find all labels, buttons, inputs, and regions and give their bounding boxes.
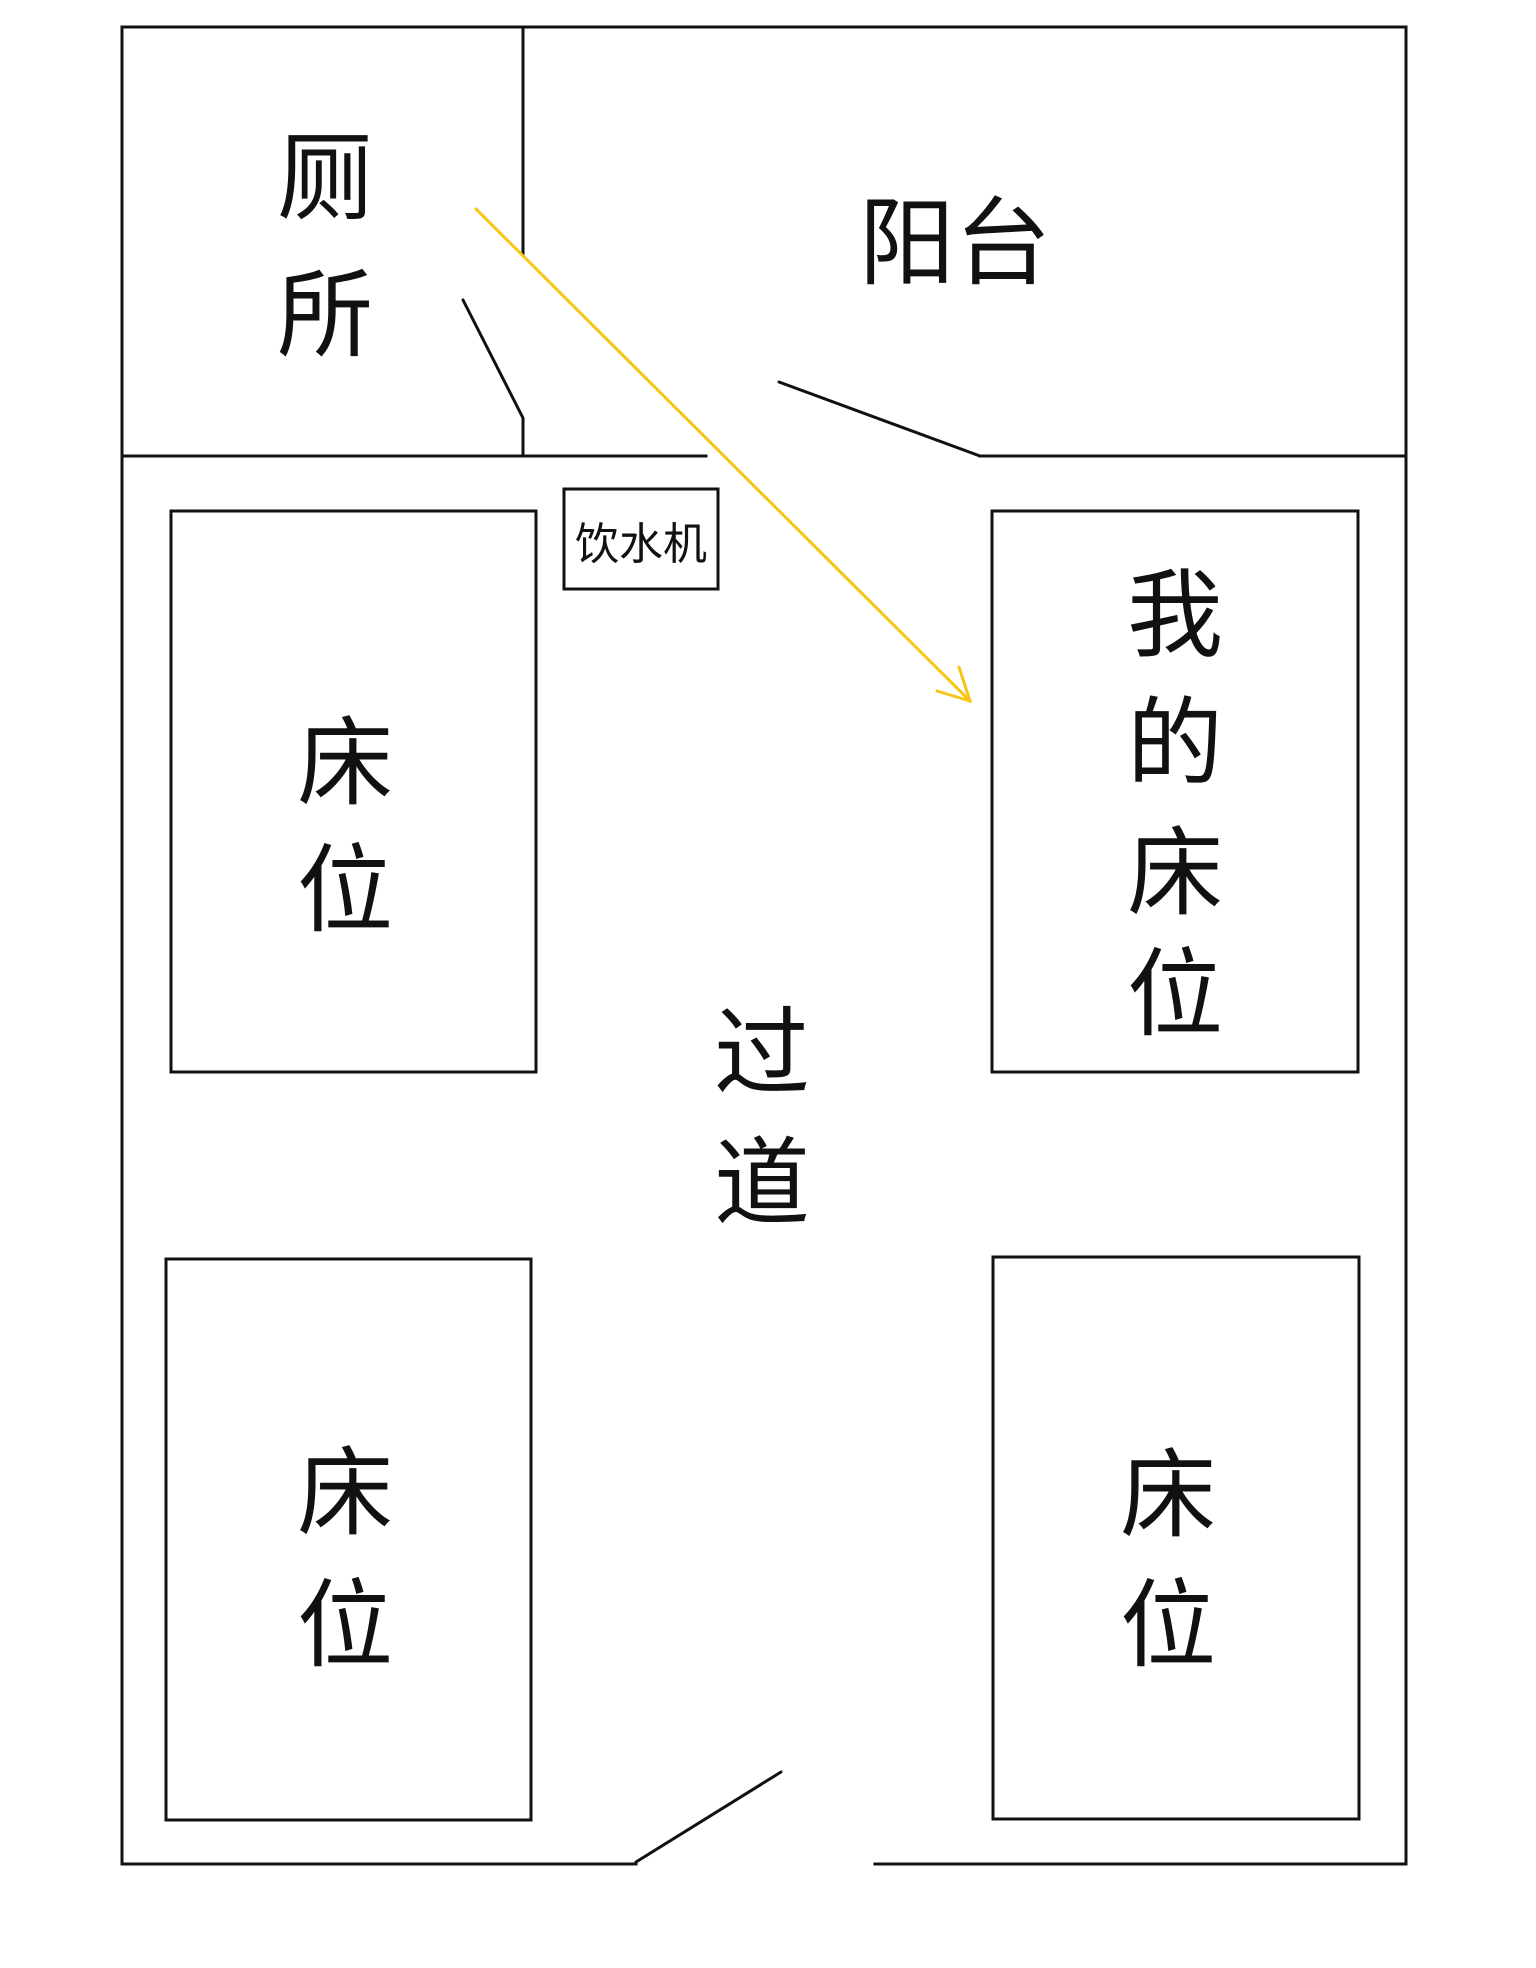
corridor-label-2: 道	[714, 1127, 810, 1239]
my-bed	[990, 509, 1360, 1074]
doors	[461, 298, 982, 1864]
path-arrow-head	[935, 665, 973, 704]
path-arrow-line	[474, 207, 972, 703]
bed-top-left-label-2: 位	[297, 834, 393, 946]
bed-bottom-left-label-1: 床	[297, 1437, 393, 1549]
water-dispenser-box	[562, 487, 720, 591]
toilet-label-2: 所	[277, 259, 373, 371]
bed-top-left	[169, 509, 538, 1074]
interior-walls	[120, 25, 1408, 458]
toilet-door	[461, 298, 525, 420]
my-bed-label-4: 位	[1127, 938, 1223, 1050]
bed-bottom-right	[991, 1255, 1361, 1821]
my-bed-label-3: 床	[1127, 817, 1223, 929]
bed-bottom-left-label-2: 位	[297, 1569, 393, 1681]
bed-top-left-label-1: 床	[297, 707, 393, 819]
bed-bottom-left	[164, 1257, 533, 1822]
toilet-label-1: 厕	[277, 122, 373, 234]
bed-bottom-right-label-1: 床	[1120, 1439, 1216, 1551]
bed-bottom-right-label-2: 位	[1120, 1569, 1216, 1681]
beds	[164, 509, 1361, 1822]
my-bed-label-1: 我	[1127, 559, 1223, 671]
my-bed-label-2: 的	[1127, 687, 1223, 799]
balcony-label: 阳台	[859, 187, 1051, 299]
outer-walls	[120, 25, 1408, 1866]
balcony-door	[777, 380, 982, 458]
corridor-label-1: 过	[714, 997, 810, 1109]
water-dispenser-label: 饮水机	[575, 519, 707, 570]
room-labels: 厕 所 阳台 饮水机 床 位 床 位 我 的 床 位 床 位 过 道	[277, 122, 1223, 1681]
entrance-door	[634, 1770, 783, 1864]
path-arrow	[474, 207, 973, 704]
